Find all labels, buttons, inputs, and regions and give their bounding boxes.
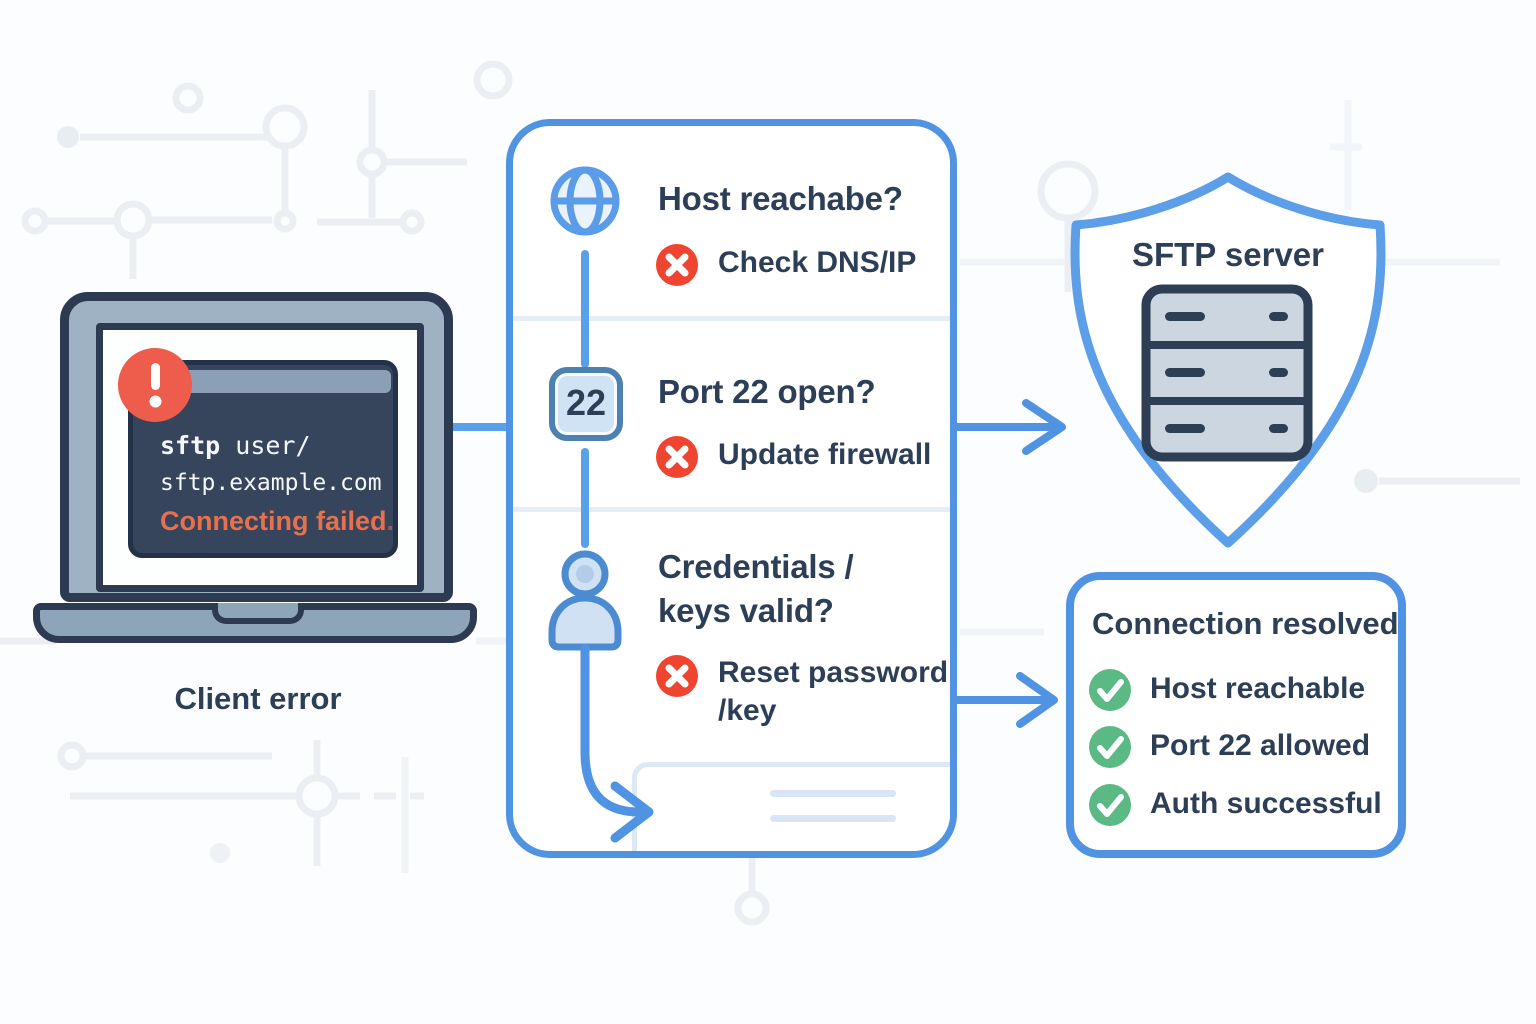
- arrow-to-server-icon: [952, 399, 1066, 455]
- step1-action: Check DNS/IP: [718, 246, 917, 279]
- client-error-label: Client error: [174, 681, 342, 716]
- sftp-server-label: SFTP server: [1131, 236, 1324, 273]
- step2-question: Port 22 open?: [658, 373, 876, 410]
- terminal-status-period: .: [386, 506, 395, 536]
- step3-action-line2: /key: [718, 694, 777, 727]
- resolved-item: Auth successful: [1150, 787, 1382, 820]
- terminal-status-line: Connecting failed.: [160, 506, 394, 537]
- connector-step2-step3: [581, 448, 589, 548]
- globe-icon: [550, 166, 620, 236]
- exclamation-icon: [149, 363, 162, 408]
- terminal-host-line: sftp.example.com: [160, 470, 382, 496]
- panel-divider: [513, 507, 950, 512]
- resolved-title: Connection resolved: [1092, 606, 1399, 641]
- arrow-to-resolved-icon: [950, 672, 1058, 728]
- connector-client-to-checklist: [443, 423, 509, 431]
- resolved-item: Port 22 allowed: [1150, 729, 1371, 762]
- error-x-icon: [656, 244, 698, 286]
- check-icon: [1089, 669, 1131, 711]
- check-icon: [1089, 726, 1131, 768]
- server-rack-icon: [1141, 284, 1313, 462]
- step3-question-line2: keys valid?: [658, 592, 834, 629]
- check-icon: [1089, 784, 1131, 826]
- ghost-document-line: [770, 790, 896, 797]
- arrow-curved-down-icon: [580, 643, 654, 843]
- resolved-item: Host reachable: [1150, 672, 1366, 705]
- terminal-titlebar: [135, 370, 391, 393]
- terminal-command-args: user/: [220, 431, 311, 460]
- terminal-command: sftp: [160, 431, 221, 460]
- port-number: 22: [565, 382, 607, 423]
- connector-step1-step2: [581, 250, 589, 368]
- port-22-badge-icon: 22: [549, 367, 623, 441]
- laptop-hinge-notch: [212, 603, 304, 624]
- step3-action-line1: Reset password: [718, 656, 949, 689]
- ghost-document: [632, 762, 950, 851]
- error-x-icon: [656, 655, 698, 697]
- ghost-document-line: [770, 815, 896, 822]
- error-x-icon: [656, 436, 698, 478]
- terminal-command-line: sftp user/: [160, 431, 311, 460]
- alert-badge-icon: [118, 348, 192, 422]
- step2-action: Update firewall: [718, 438, 932, 471]
- step1-question: Host reachabe?: [658, 180, 903, 217]
- user-icon: [548, 550, 622, 651]
- terminal-status-text: Connecting failed: [160, 506, 387, 536]
- panel-divider: [513, 316, 950, 321]
- step3-question-line1: Credentials /: [658, 548, 854, 585]
